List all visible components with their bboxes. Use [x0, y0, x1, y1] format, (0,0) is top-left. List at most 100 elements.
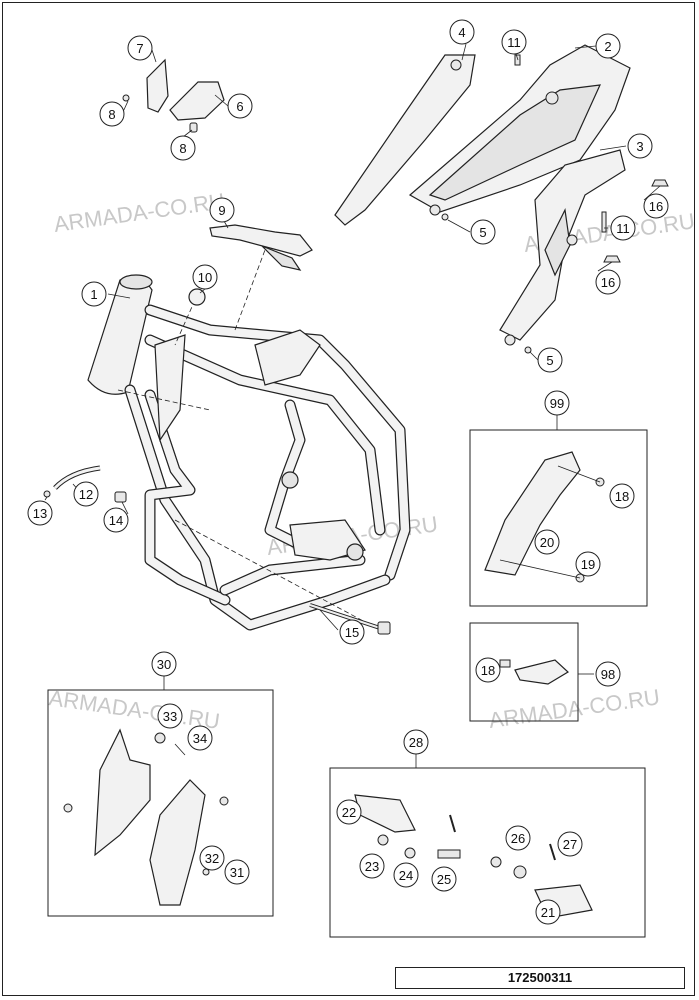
- subframe-rear: [499, 149, 669, 346]
- svg-text:18: 18: [615, 489, 629, 504]
- rail-boss: [450, 59, 462, 71]
- svg-text:2: 2: [604, 39, 611, 54]
- svg-text:23: 23: [365, 859, 379, 874]
- bracket-6: [169, 81, 225, 121]
- callout-31: 31: [224, 859, 250, 885]
- group-box-99: [469, 429, 648, 607]
- callout-23: 23: [359, 853, 385, 879]
- svg-text:6: 6: [236, 99, 243, 114]
- svg-text:25: 25: [437, 872, 451, 887]
- svg-text:28: 28: [409, 735, 423, 750]
- svg-text:20: 20: [540, 535, 554, 550]
- svg-text:26: 26: [511, 831, 525, 846]
- svg-text:24: 24: [399, 868, 413, 883]
- svg-text:3: 3: [636, 139, 643, 154]
- callout-12: 12: [73, 481, 99, 507]
- callout-3: 3: [627, 133, 653, 159]
- callout-8a: 8: [99, 101, 125, 127]
- svg-text:33: 33: [163, 709, 177, 724]
- svg-text:5: 5: [479, 225, 486, 240]
- group-box-30: [47, 689, 274, 917]
- svg-text:30: 30: [157, 657, 171, 672]
- callout-32: 32: [199, 845, 225, 871]
- subframe-rail-left: [334, 54, 476, 226]
- leader-lines: [44, 43, 661, 768]
- pivot-boss: [346, 543, 364, 561]
- frame-nut: [114, 491, 127, 503]
- frame-gusset: [154, 334, 186, 442]
- callout-21: 21: [535, 899, 561, 925]
- callout-33: 33: [157, 703, 183, 729]
- callout-8b: 8: [170, 135, 196, 161]
- long-bolt: [309, 603, 391, 635]
- subframe: [408, 44, 631, 216]
- svg-text:8: 8: [179, 141, 186, 156]
- callout-27: 27: [557, 831, 583, 857]
- callout-7: 7: [127, 35, 153, 61]
- callout-6: 6: [227, 93, 253, 119]
- svg-text:19: 19: [581, 557, 595, 572]
- svg-text:27: 27: [563, 837, 577, 852]
- svg-text:7: 7: [136, 41, 143, 56]
- callout-5a: 5: [470, 219, 496, 245]
- callout-15: 15: [339, 619, 365, 645]
- watermark-1: ARMADA-CO.RU: [52, 188, 226, 237]
- svg-text:99: 99: [550, 396, 564, 411]
- svg-text:32: 32: [205, 851, 219, 866]
- svg-text:1: 1: [90, 287, 97, 302]
- frame-top-plate: [254, 329, 321, 386]
- callout-16a: 16: [643, 193, 669, 219]
- svg-text:18: 18: [481, 663, 495, 678]
- callout-11b: 11: [610, 215, 636, 241]
- hose-clip: [43, 490, 51, 498]
- callout-16b: 16: [595, 269, 621, 295]
- callout-30: 30: [151, 651, 177, 677]
- svg-text:21: 21: [541, 905, 555, 920]
- callout-5b: 5: [537, 347, 563, 373]
- svg-text:9: 9: [218, 203, 225, 218]
- callout-19: 19: [575, 551, 601, 577]
- svg-text:10: 10: [198, 270, 212, 285]
- upper-bracket-tab: [261, 245, 302, 271]
- svg-text:16: 16: [601, 275, 615, 290]
- callout-14: 14: [103, 507, 129, 533]
- svg-text:22: 22: [342, 805, 356, 820]
- svg-text:16: 16: [649, 199, 663, 214]
- callout-9: 9: [209, 197, 235, 223]
- document-number: 172500311: [395, 967, 685, 989]
- svg-text:11: 11: [616, 221, 630, 236]
- group-box-98: [469, 622, 579, 722]
- svg-text:13: 13: [33, 506, 47, 521]
- callout-2: 2: [595, 33, 621, 59]
- callout-11a: 11: [501, 29, 527, 55]
- callout-24: 24: [393, 862, 419, 888]
- svg-text:98: 98: [601, 667, 615, 682]
- svg-text:12: 12: [79, 487, 93, 502]
- callout-13: 13: [27, 500, 53, 526]
- upper-bracket: [209, 224, 313, 257]
- callout-20: 20: [534, 529, 560, 555]
- svg-text:11: 11: [507, 35, 521, 50]
- callout-34: 34: [187, 725, 213, 751]
- callout-18a: 18: [609, 483, 635, 509]
- callout-25: 25: [431, 866, 457, 892]
- callouts: 1 2 3 4 5 5 6 7 8 8 9 10 11 11 12 13 14 …: [27, 19, 669, 925]
- callout-98: 98: [595, 661, 621, 687]
- group-box-28: [329, 767, 646, 938]
- callout-99: 99: [544, 390, 570, 416]
- svg-text:15: 15: [345, 625, 359, 640]
- watermark-5: ARMADA-CO.RU: [487, 684, 661, 733]
- callout-1: 1: [81, 281, 107, 307]
- svg-text:8: 8: [108, 107, 115, 122]
- callout-22: 22: [336, 799, 362, 825]
- svg-text:31: 31: [230, 865, 244, 880]
- callout-10: 10: [192, 264, 218, 290]
- svg-text:14: 14: [109, 513, 123, 528]
- mount-boss: [281, 471, 299, 489]
- svg-text:5: 5: [546, 353, 553, 368]
- head-tube-top: [119, 274, 153, 290]
- callout-4: 4: [449, 19, 475, 45]
